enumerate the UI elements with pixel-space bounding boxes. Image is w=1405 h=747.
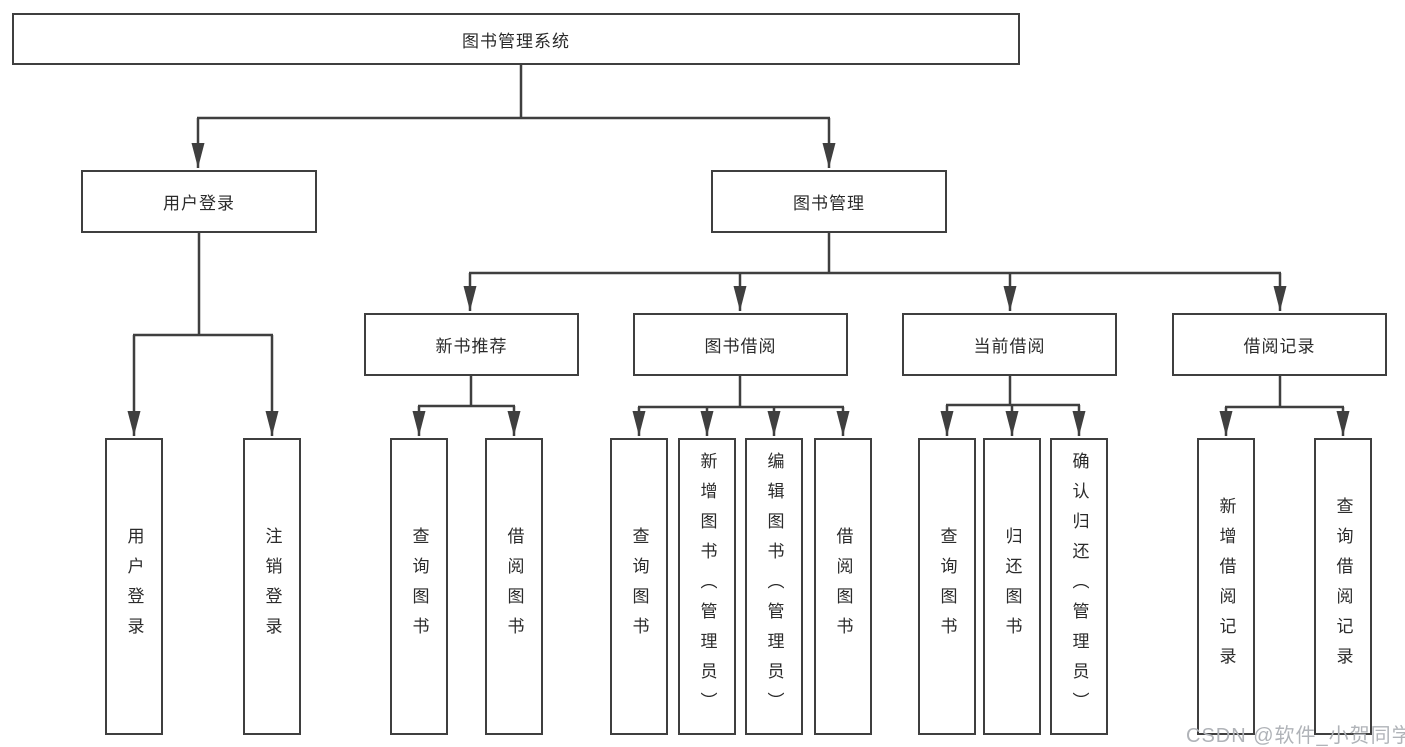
- node-label: 注销登录: [262, 526, 282, 647]
- node-library-management-system: 图书管理系统: [12, 13, 1020, 65]
- node-label: 借阅图书: [504, 526, 524, 647]
- node-query-books-recommend: 查询图书: [390, 438, 448, 735]
- node-add-books-admin: 新增图书（管理员）: [678, 438, 736, 735]
- node-new-book-recommend: 新书推荐: [364, 313, 579, 376]
- node-borrow-books-recommend: 借阅图书: [485, 438, 543, 735]
- node-label: 查询图书: [629, 526, 649, 647]
- node-label: 查询图书: [937, 526, 957, 647]
- node-confirm-return-admin: 确认归还（管理员）: [1050, 438, 1108, 735]
- node-return-books: 归还图书: [983, 438, 1041, 735]
- node-edit-books-admin: 编辑图书（管理员）: [745, 438, 803, 735]
- node-user-login: 用户登录: [81, 170, 317, 233]
- node-borrow-books: 借阅图书: [814, 438, 872, 735]
- node-label: 新增借阅记录: [1216, 496, 1236, 677]
- node-query-books-borrow: 查询图书: [610, 438, 668, 735]
- node-query-borrow-record: 查询借阅记录: [1314, 438, 1372, 735]
- node-label: 新增图书（管理员）: [697, 451, 717, 722]
- node-label: 查询借阅记录: [1333, 496, 1353, 677]
- node-user-login-action: 用户登录: [105, 438, 163, 735]
- node-logout: 注销登录: [243, 438, 301, 735]
- node-label: 编辑图书（管理员）: [764, 451, 784, 722]
- node-label: 归还图书: [1002, 526, 1022, 647]
- node-query-books-current: 查询图书: [918, 438, 976, 735]
- node-borrowing-records: 借阅记录: [1172, 313, 1387, 376]
- node-label: 借阅图书: [833, 526, 853, 647]
- node-label: 查询图书: [409, 526, 429, 647]
- node-add-borrow-record: 新增借阅记录: [1197, 438, 1255, 735]
- node-label: 用户登录: [124, 526, 144, 647]
- node-book-management: 图书管理: [711, 170, 947, 233]
- node-book-borrowing: 图书借阅: [633, 313, 848, 376]
- node-current-borrowing: 当前借阅: [902, 313, 1117, 376]
- csdn-watermark: CSDN @软件_小贺同学: [1186, 725, 1405, 747]
- node-label: 确认归还（管理员）: [1069, 451, 1089, 722]
- tree-connectors: [127, 64, 1350, 436]
